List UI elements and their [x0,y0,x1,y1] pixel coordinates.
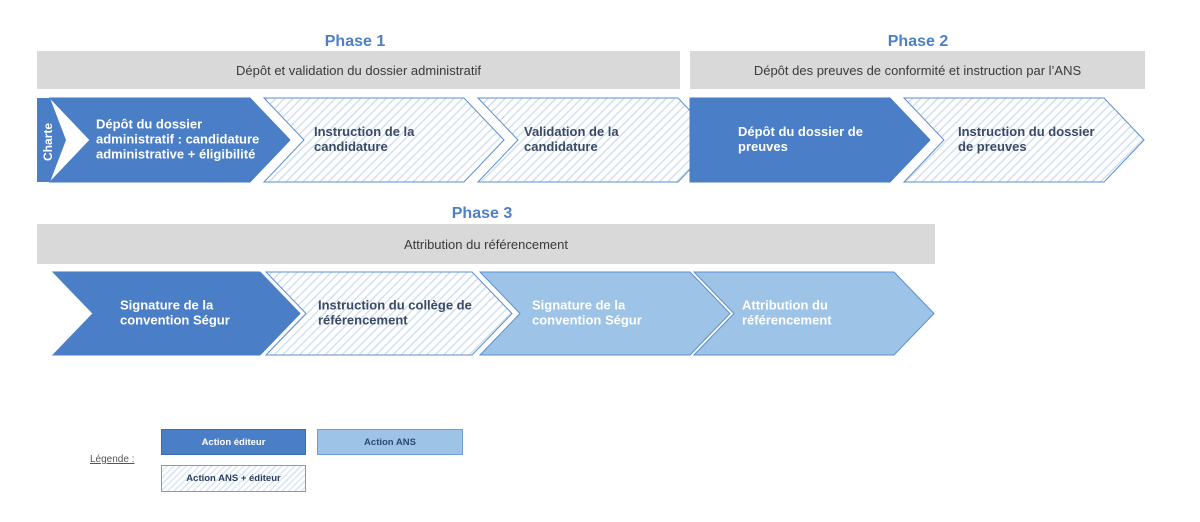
legend-label: Légende : [90,454,135,465]
legend-editor-action: Action éditeur [161,429,306,455]
phase-3-bar: Attribution du référencement [37,224,935,264]
step-label-line: Instruction de la [314,124,415,139]
phase-2-title: Phase 2 [887,33,949,50]
step-label-line: référencement [318,312,408,327]
step-label-line: référencement [742,312,832,327]
step-chevron [262,97,505,183]
phase-1-title: Phase 1 [324,33,386,50]
step-label-line: Attribution du [742,297,828,312]
phase-3-title: Phase 3 [451,205,513,222]
step-chevron [902,97,1145,183]
step-label-line: Signature de la [532,297,626,312]
legend-ans-editor-action: Action ANS + éditeur [161,465,306,492]
phase-2-bar: Dépôt des preuves de conformité et instr… [690,51,1145,89]
charte-tab [37,98,66,182]
phase-1-bar: Dépôt et validation du dossier administr… [37,51,680,89]
step-label-line: convention Ségur [532,312,642,327]
step-label-line: Validation de la [524,124,619,139]
legend-ans-action: Action ANS [317,429,463,455]
step-label-line: convention Ségur [120,312,230,327]
charte-label: Charte [41,123,55,161]
step-label-line: Dépôt du dossier de [738,124,863,139]
step-label-line: administrative + éligibilité [96,146,255,161]
step-chevron [48,97,291,183]
step-chevron [692,271,935,356]
step-label-line: candidature [314,139,388,154]
step-label-line: administratif : candidature [96,131,259,146]
step-chevron [51,271,301,356]
step-label-line: Signature de la [120,297,214,312]
step-label-line: preuves [738,139,788,154]
step-label-line: de preuves [958,139,1027,154]
step-label-line: Instruction du collège de [318,297,472,312]
step-chevron [689,97,931,183]
step-label-line: Dépôt du dossier [96,116,202,131]
step-label-line: candidature [524,139,598,154]
step-chevron [478,271,731,356]
step-label-line: Instruction du dossier [958,124,1095,139]
step-chevron [264,271,513,356]
step-chevron [476,97,719,183]
